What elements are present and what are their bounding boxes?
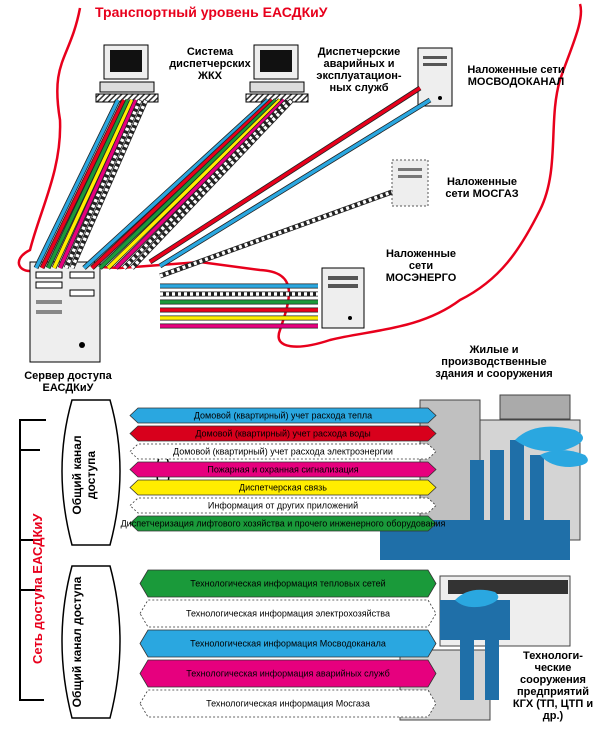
lower-channel-arrows: Технологическая информация тепловых сете…: [139, 569, 437, 718]
link-line-12: [122, 98, 290, 270]
channel-label-top: Общий канал доступа: [70, 435, 98, 515]
node-label-zhkh: Система диспетчерских ЖКХ: [169, 46, 251, 82]
computer-icon-zhkh: [95, 44, 159, 103]
upper-channel-arrows: Домовой (квартирный) учет расхода теплаД…: [121, 407, 446, 532]
lower-arrow-1: Технологическая информация электрохозяйс…: [139, 599, 437, 628]
access-network-label: Сеть доступа ЕАСДКиУ: [30, 513, 45, 664]
upper-arrow-5: Информация от других приложений: [129, 497, 437, 514]
upper-label-2: Домовой (квартирный) учет расхода электр…: [173, 447, 393, 457]
lower-label-1: Технологическая информация электрохозяйс…: [186, 609, 390, 619]
upper-arrow-2: Домовой (квартирный) учет расхода электр…: [129, 443, 437, 460]
upper-arrow-0: Домовой (квартирный) учет расхода тепла: [129, 407, 437, 424]
lower-arrow-0: Технологическая информация тепловых сете…: [139, 569, 437, 598]
node-label-avar: Диспетчерские аварийных и эксплуатацион-…: [316, 46, 402, 94]
upper-label-4: Диспетчерская связь: [239, 483, 327, 493]
upper-label-3: Пожарная и охранная сигнализация: [207, 465, 358, 475]
access-cylinder-bottom: [61, 565, 121, 719]
upper-label-0: Домовой (квартирный) учет расхода тепла: [194, 411, 372, 421]
node-label-mosvodokanal: Наложенные сети МОСВОДОКАНАЛ: [467, 64, 565, 88]
upper-label-5: Информация от других приложений: [208, 501, 358, 511]
node-label-tech-facilities: Технологи-ческие сооружения предприятий …: [512, 650, 594, 722]
server-icon-mosvodokanal: [417, 47, 453, 107]
tech-facilities-illustration: [399, 575, 571, 721]
server-icon-mosgaz: [391, 159, 429, 207]
transport-links: [33, 85, 432, 329]
computer-icon-avar: [245, 44, 309, 103]
node-label-buildings: Жилые и производственные здания и сооруж…: [435, 344, 553, 380]
upper-arrow-3: Пожарная и охранная сигнализация: [129, 461, 437, 478]
upper-arrow-6: Диспетчеризация лифтового хозяйства и пр…: [121, 515, 446, 532]
access-network-bracket: [19, 419, 46, 701]
lower-arrow-3: Технологическая информация аварийных слу…: [139, 659, 437, 688]
lower-label-0: Технологическая информация тепловых сете…: [190, 579, 385, 589]
lower-label-3: Технологическая информация аварийных слу…: [186, 669, 389, 679]
lower-label-2: Технологическая информация Мосводоканала: [190, 639, 386, 649]
node-label-mosgaz: Наложенные сети МОСГАЗ: [445, 176, 519, 200]
transport-boundary-curve: [17, 3, 583, 348]
lower-arrow-2: Технологическая информация Мосводоканала: [139, 629, 437, 658]
server-icon-mosenergo: [321, 267, 365, 329]
diagram-title: Транспортный уровень ЕАСДКиУ: [95, 4, 328, 20]
upper-label-1: Домовой (квартирный) учет расхода воды: [195, 429, 370, 439]
lower-arrow-4: Технологическая информация Мосгаза: [139, 689, 437, 718]
upper-label-6: Диспетчеризация лифтового хозяйства и пр…: [121, 519, 446, 529]
channel-label-bottom: Общий канал доступа: [70, 576, 84, 708]
node-label-server: Сервер доступа ЕАСДКиУ: [24, 370, 112, 394]
upper-arrow-1: Домовой (квартирный) учет расхода воды: [129, 425, 437, 442]
server-icon-access: [29, 261, 101, 363]
lower-label-4: Технологическая информация Мосгаза: [206, 699, 370, 709]
node-label-mosenergo: Наложенные сети МОСЭНЕРГО: [385, 248, 457, 284]
upper-arrow-4: Диспетчерская связь: [129, 479, 437, 496]
